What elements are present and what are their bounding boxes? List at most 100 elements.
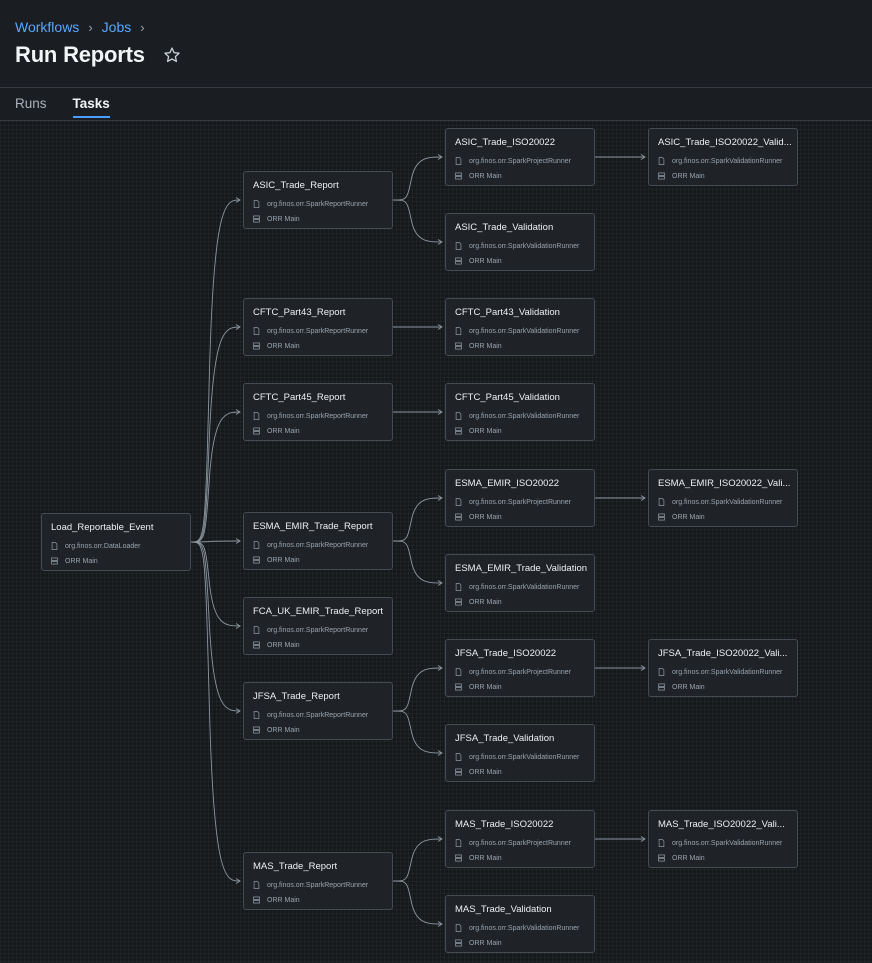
task-node-esma-iso-val[interactable]: ESMA_EMIR_ISO20022_Vali... org.finos.orr.… (648, 469, 798, 527)
task-runner: org.finos.orr.SparkValidationRunner (672, 498, 783, 506)
task-title: ESMA_EMIR_Trade_Validation (455, 563, 588, 574)
task-cluster: ORR Main (267, 641, 300, 649)
task-cluster-row: ORR Main (658, 683, 705, 691)
cluster-icon (253, 556, 260, 564)
task-cluster-row: ORR Main (658, 172, 705, 180)
arrowhead-icon (235, 324, 241, 330)
task-title: MAS_Trade_ISO20022_Vali... (658, 819, 785, 830)
task-runner-row: org.finos.orr.SparkReportRunner (253, 541, 368, 549)
cluster-icon (455, 172, 462, 180)
task-runner: org.finos.orr.SparkValidationRunner (469, 327, 580, 335)
task-cluster: ORR Main (469, 342, 502, 350)
task-runner-row: org.finos.orr.SparkValidationRunner (455, 242, 579, 250)
file-icon (455, 583, 462, 591)
edge-load-to-cftc43 (190, 326, 241, 543)
task-node-mas-iso[interactable]: MAS_Trade_ISO20022 org.finos.orr.SparkPro… (445, 810, 595, 868)
task-runner-row: org.finos.orr.SparkReportRunner (253, 200, 368, 208)
arrowhead-icon (437, 154, 443, 160)
task-runner: org.finos.orr.SparkValidationRunner (672, 157, 783, 165)
task-node-asic-iso[interactable]: ASIC_Trade_ISO20022 org.finos.orr.SparkPr… (445, 128, 595, 186)
task-cluster: ORR Main (267, 427, 300, 435)
task-cluster-row: ORR Main (253, 726, 300, 734)
task-runner-row: org.finos.orr.SparkValidationRunner (658, 668, 782, 676)
task-title: MAS_Trade_ISO20022 (455, 819, 554, 830)
task-runner: org.finos.orr.SparkProjectRunner (469, 668, 571, 676)
cluster-icon (658, 854, 665, 862)
task-node-jfsa-iso-val[interactable]: JFSA_Trade_ISO20022_Vali...org.finos.orr… (648, 639, 798, 697)
edge-jfsa_rep-to-jfsa_iso (392, 667, 443, 712)
task-runner-row: org.finos.orr.SparkReportRunner (253, 711, 368, 719)
arrowhead-icon (437, 580, 443, 586)
tab-tasks[interactable]: Tasks (72, 96, 110, 118)
file-icon (253, 200, 260, 208)
task-runner: org.finos.orr.SparkProjectRunner (469, 157, 571, 165)
task-runner: org.finos.orr.SparkReportRunner (267, 327, 369, 335)
task-node-mas-iso-val[interactable]: MAS_Trade_ISO20022_Vali...org.finos.orr.… (648, 810, 798, 868)
cluster-icon (455, 683, 462, 691)
task-title: ASIC_Trade_ISO20022 (455, 137, 555, 148)
task-runner: org.finos.orr.SparkReportRunner (267, 881, 369, 889)
page-title: Run Reports (15, 42, 145, 67)
file-icon (455, 242, 462, 250)
edge-esma_rep-to-esma_iso (392, 497, 443, 542)
task-runner: org.finos.orr.SparkProjectRunner (469, 839, 571, 847)
star-icon[interactable] (163, 46, 181, 64)
task-cluster-row: ORR Main (455, 939, 502, 947)
arrowhead-icon (437, 239, 443, 245)
task-cluster-row: ORR Main (253, 641, 300, 649)
file-icon (253, 541, 260, 549)
cluster-icon (455, 854, 462, 862)
cluster-icon (455, 342, 462, 350)
task-runner-row: org.finos.orr.SparkReportRunner (253, 881, 368, 889)
task-runner-row: org.finos.orr.SparkReportRunner (253, 626, 368, 634)
task-cluster: ORR Main (267, 726, 300, 734)
task-cluster-row: ORR Main (455, 854, 502, 862)
cluster-icon (253, 342, 260, 350)
file-icon (455, 753, 462, 761)
task-cluster: ORR Main (267, 215, 300, 223)
task-runner-row: org.finos.orr.SparkValidationRunner (658, 157, 782, 165)
tabs-divider (0, 120, 872, 121)
task-title: ESMA_EMIR_ISO20022 (455, 478, 560, 489)
task-title: CFTC_Part45_Report (253, 392, 346, 403)
task-cluster-row: ORR Main (253, 342, 300, 350)
cluster-icon (455, 598, 462, 606)
breadcrumb-jobs[interactable]: Jobs (101, 19, 132, 35)
file-icon (455, 668, 462, 676)
task-cluster-row: ORR Main (455, 768, 502, 776)
task-runner: org.finos.orr.SparkReportRunner (267, 541, 369, 549)
task-cluster-row: ORR Main (455, 172, 502, 180)
file-icon (455, 839, 462, 847)
tab-runs[interactable]: Runs (15, 96, 47, 111)
file-icon (253, 327, 260, 335)
breadcrumb-workflows[interactable]: Workflows (15, 19, 80, 35)
arrowhead-icon (640, 665, 646, 671)
task-title: ESMA_EMIR_ISO20022_Vali... (658, 478, 791, 489)
file-icon (253, 881, 260, 889)
task-cluster-row: ORR Main (253, 896, 300, 904)
edge-mas_rep-to-mas_val (392, 880, 443, 925)
task-runner: org.finos.orr.SparkValidationRunner (469, 924, 580, 932)
task-runner-row: org.finos.orr.SparkValidationRunner (455, 412, 579, 420)
file-icon (455, 157, 462, 165)
task-node-asic-iso-val[interactable]: ASIC_Trade_ISO20022_Valid...org.finos.or… (648, 128, 798, 186)
task-title: CFTC_Part43_Report (253, 307, 346, 318)
task-node-cftc43[interactable]: CFTC_Part43_Report org.finos.orr.SparkRep… (243, 298, 393, 356)
dependency-edges (190, 154, 646, 927)
